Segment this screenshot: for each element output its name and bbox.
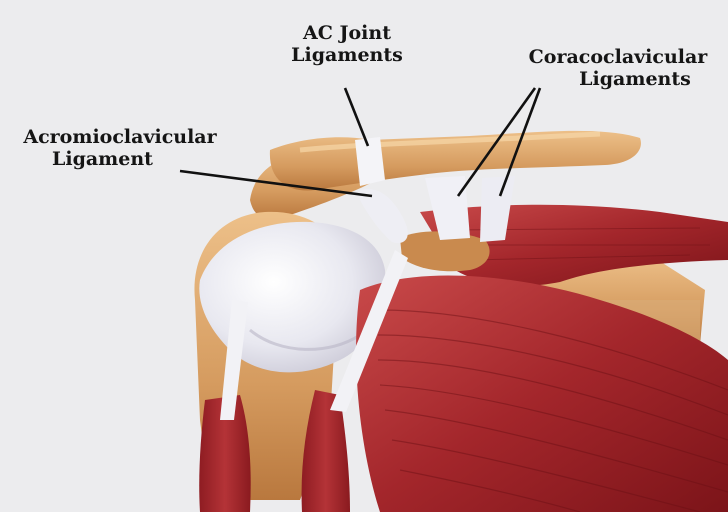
- label-acromio-line1: Acromioclavicular: [6, 126, 234, 148]
- ac-joint-ligament: [355, 137, 385, 186]
- label-ac-joint-line2: Ligaments: [282, 44, 412, 66]
- acromioclavicular-ligament: [360, 189, 408, 243]
- label-acromioclavicular-ligament: Acromioclavicular Ligament: [6, 126, 234, 170]
- label-ac-joint-ligaments: AC Joint Ligaments: [282, 22, 412, 66]
- label-coraco-line1: Coracoclavicular: [508, 46, 728, 68]
- label-ac-joint-line1: AC Joint: [282, 22, 412, 44]
- label-acromio-line2: Ligament: [6, 148, 234, 170]
- label-coraco-line2: Ligaments: [508, 68, 728, 90]
- label-coracoclavicular-ligaments: Coracoclavicular Ligaments: [508, 46, 728, 90]
- leader-ac-joint: [345, 88, 368, 146]
